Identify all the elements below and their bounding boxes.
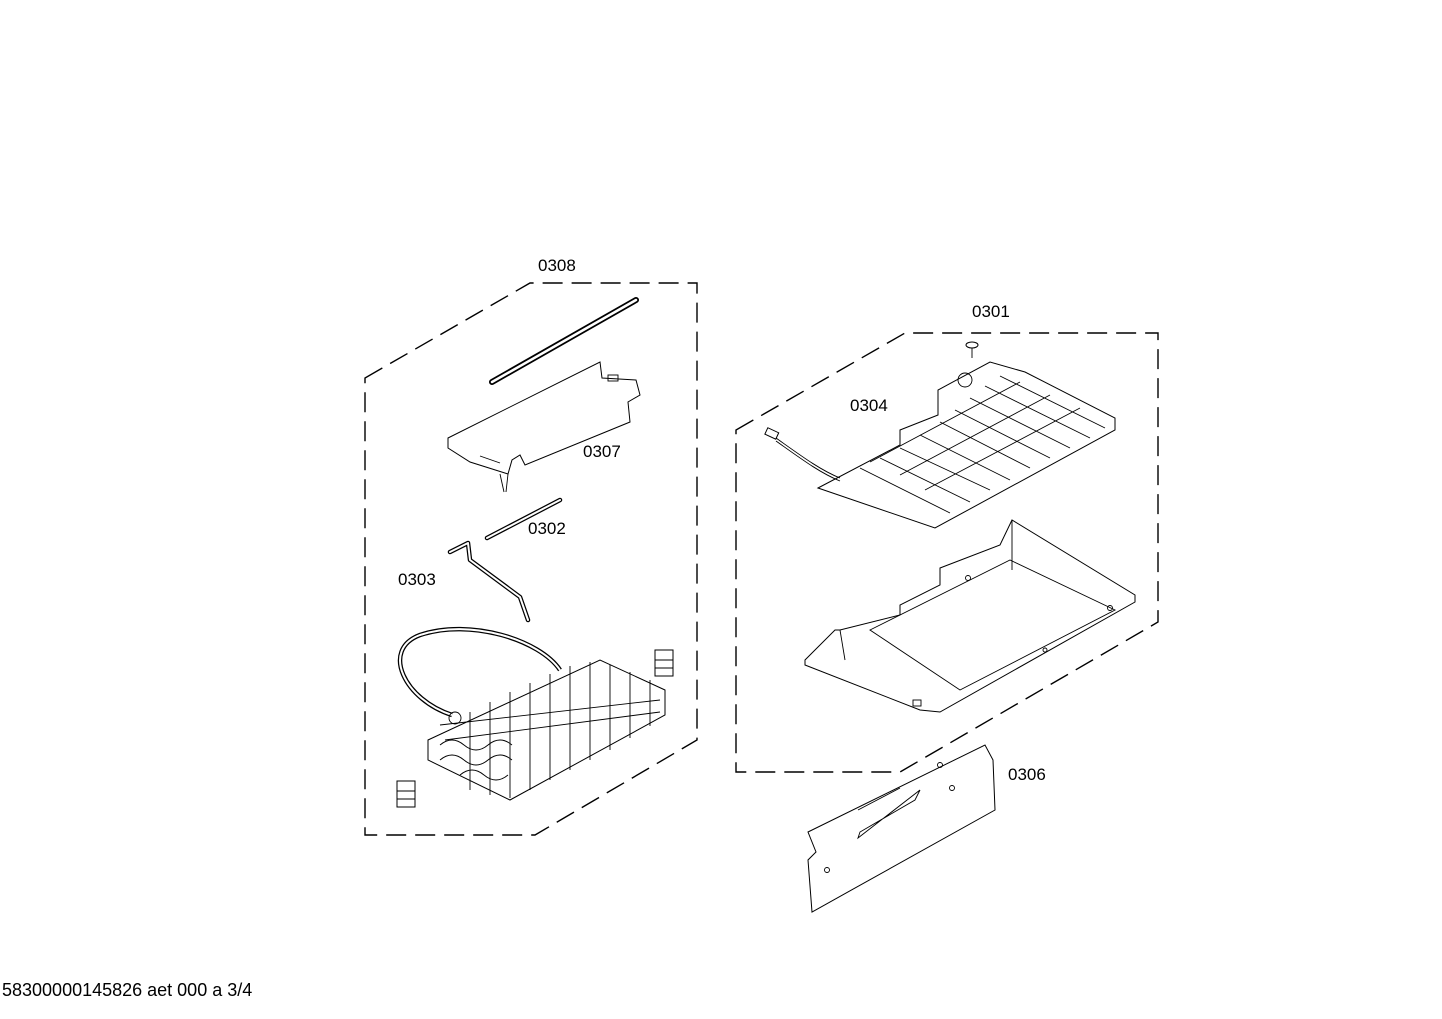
label-0308: 0308: [538, 256, 576, 275]
label-0302: 0302: [528, 519, 566, 538]
evaporator-coil[interactable]: [397, 626, 666, 801]
clip-left[interactable]: [396, 780, 416, 808]
screw[interactable]: [965, 341, 979, 358]
label-0304: 0304: [850, 396, 888, 415]
group-0308-boundary: [364, 282, 698, 836]
wire-harness[interactable]: [764, 427, 841, 482]
label-0301: 0301: [972, 302, 1010, 321]
housing-tray[interactable]: [804, 519, 1136, 713]
group-0301-boundary: [735, 332, 1159, 773]
cover-plate-0307[interactable]: [447, 361, 641, 493]
clip-right[interactable]: [654, 649, 674, 677]
front-panel-0306[interactable]: [807, 744, 996, 913]
label-0306: 0306: [1008, 765, 1046, 784]
gasket-rod[interactable]: [489, 297, 639, 385]
label-0303: 0303: [398, 570, 436, 589]
evaporator-plate-0304[interactable]: [816, 361, 1116, 529]
sensor-tube-0302[interactable]: [484, 497, 563, 541]
drain-tube-0303[interactable]: [447, 540, 531, 623]
label-0307: 0307: [583, 442, 621, 461]
document-reference: 58300000145826 aet 000 a 3/4: [2, 980, 253, 1000]
